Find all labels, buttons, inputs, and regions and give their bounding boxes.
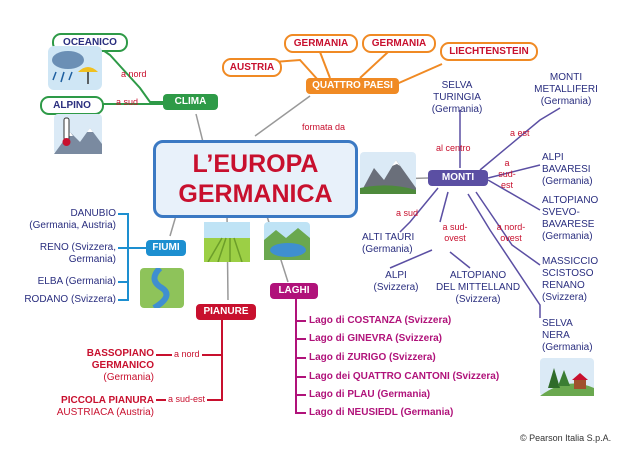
central-title-line2: GERMANICA (156, 179, 355, 209)
alti-tauri: ALTI TAURI(Germania) (362, 232, 414, 256)
lago-neusiedl: Lago di NEUSIEDL (Germania) (309, 407, 453, 419)
lake-icon (264, 222, 310, 260)
pianure-node: PIANURE (196, 304, 256, 320)
formata-da-label: formata da (302, 122, 345, 133)
monti-a-sud-ovest: a sud-ovest (440, 222, 470, 244)
alpino-pill: ALPINO (40, 96, 104, 115)
fiume-elba: ELBA (Germania) (10, 276, 116, 288)
fiume-reno: RENO (Svizzera,Germania) (10, 242, 116, 266)
river-icon (140, 268, 184, 308)
alpi-svizzera: ALPI(Svizzera) (368, 270, 424, 294)
tree-hill-icon (540, 358, 594, 396)
clima-a-sud: a sud (116, 97, 138, 108)
paese-germania-2: GERMANIA (362, 34, 436, 53)
lago-costanza: Lago di COSTANZA (Svizzera) (309, 315, 451, 327)
field-icon (204, 222, 250, 262)
pianure-a-sud-est: a sud-est (166, 394, 207, 405)
mountain-icon (360, 152, 416, 194)
paese-austria: AUSTRIA (222, 58, 282, 77)
lago-zurigo: Lago di ZURIGO (Svizzera) (309, 352, 436, 364)
monti-a-est: a est (510, 128, 530, 139)
lago-ginevra: Lago di GINEVRA (Svizzera) (309, 333, 442, 345)
monti-node: MONTI (428, 170, 488, 186)
pianure-a-nord: a nord (172, 349, 202, 360)
monti-a-nord-ovest: a nord-ovest (494, 222, 528, 244)
central-title-line1: L’EUROPA (156, 149, 355, 179)
monti-a-sud: a sud (396, 208, 418, 219)
paese-germania-1: GERMANIA (284, 34, 358, 53)
thermometer-mountain-icon (54, 114, 102, 154)
copyright-notice: © Pearson Italia S.p.A. (520, 433, 611, 444)
lago-quattro-cantoni: Lago dei QUATTRO CANTONI (Svizzera) (309, 371, 499, 383)
fiume-danubio: DANUBIO(Germania, Austria) (10, 208, 116, 232)
quattro-paesi-node: QUATTRO PAESI (306, 78, 399, 94)
fiume-rodano: RODANO (Svizzera) (10, 294, 116, 306)
central-node: L’EUROPA GERMANICA (153, 140, 358, 218)
paese-liechtenstein: LIECHTENSTEIN (440, 42, 538, 61)
laghi-node: LAGHI (270, 283, 318, 299)
clima-a-nord: a nord (121, 69, 147, 80)
rain-cloud-icon (48, 46, 102, 90)
monti-al-centro: al centro (436, 143, 471, 154)
fiumi-node: FIUMI (146, 240, 186, 256)
lago-plau: Lago di PLAU (Germania) (309, 389, 430, 401)
clima-node: CLIMA (163, 94, 218, 110)
